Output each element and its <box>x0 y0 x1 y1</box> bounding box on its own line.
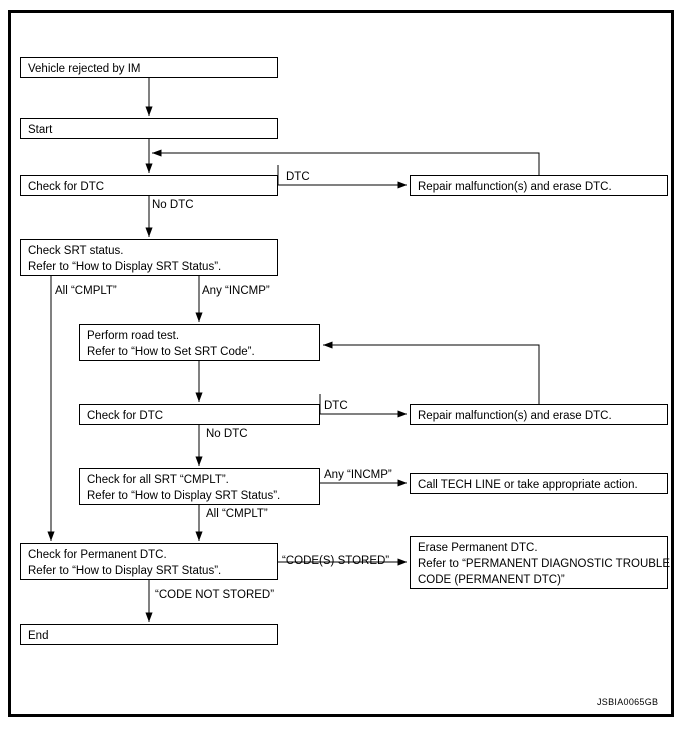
connector-check-dtc2-to-repair2 <box>319 394 407 418</box>
edge-label-no-dtc-1: No DTC <box>152 199 194 211</box>
node-text-line: Check for DTC <box>87 410 164 422</box>
node-erase-permanent-dtc: Erase Permanent DTC. Refer to “PERMANENT … <box>410 536 670 589</box>
node-text-line: Repair malfunction(s) and erase DTC. <box>418 410 612 422</box>
node-repair-malfunctions-erase-dtc-1: Repair malfunction(s) and erase DTC. <box>410 175 668 196</box>
node-check-for-dtc-2: Check for DTC <box>79 404 320 425</box>
node-text-line: Check SRT status. <box>28 245 124 257</box>
node-text-line: Repair malfunction(s) and erase DTC. <box>418 181 612 193</box>
node-perform-road-test: Perform road test. Refer to “How to Set S… <box>79 324 320 361</box>
node-check-for-all-srt-cmplt: Check for all SRT “CMPLT”. Refer to “How … <box>79 468 320 505</box>
connector-repair2-feedback <box>323 341 540 404</box>
node-end: End <box>20 624 278 645</box>
node-text-line: Start <box>28 124 53 136</box>
node-text-line: Refer to “How to Set SRT Code”. <box>87 346 255 358</box>
node-check-srt-status: Check SRT status. Refer to “How to Displa… <box>20 239 278 276</box>
edge-label-any-incmp-1: Any “INCMP” <box>202 285 270 297</box>
node-text-line: Erase Permanent DTC. <box>418 542 538 554</box>
node-check-for-permanent-dtc: Check for Permanent DTC. Refer to “How to… <box>20 543 278 580</box>
node-text-line: Refer to “PERMANENT DIAGNOSTIC TROUBLE <box>418 558 670 570</box>
node-text-line: Check for DTC <box>28 181 105 193</box>
node-vehicle-rejected-by-im: Vehicle rejected by IM <box>20 57 278 78</box>
edge-label-all-cmplt-2: All “CMPLT” <box>206 508 268 520</box>
edge-label-no-dtc-2: No DTC <box>206 428 248 440</box>
node-check-for-dtc-1: Check for DTC <box>20 175 278 196</box>
node-text-line: Perform road test. <box>87 330 180 342</box>
figure-reference-code: JSBIA0065GB <box>597 697 659 707</box>
node-text-line: Refer to “How to Display SRT Status”. <box>28 565 222 577</box>
node-text-line: Refer to “How to Display SRT Status”. <box>87 490 281 502</box>
node-text-line: Call TECH LINE or take appropriate actio… <box>418 479 638 491</box>
edge-label-dtc-1: DTC <box>286 171 310 183</box>
node-call-tech-line: Call TECH LINE or take appropriate actio… <box>410 473 668 494</box>
edge-label-all-cmplt-1: All “CMPLT” <box>55 285 117 297</box>
edge-label-codes-stored: “CODE(S) STORED” <box>282 555 390 567</box>
node-text-line: Check for all SRT “CMPLT”. <box>87 474 229 486</box>
edge-label-dtc-2: DTC <box>324 400 348 412</box>
node-start: Start <box>20 118 278 139</box>
edge-label-any-incmp-2: Any “INCMP” <box>324 469 392 481</box>
connector-repair1-feedback <box>152 149 540 175</box>
node-text-line: Vehicle rejected by IM <box>28 63 141 75</box>
node-repair-malfunctions-erase-dtc-2: Repair malfunction(s) and erase DTC. <box>410 404 668 425</box>
node-text-line: CODE (PERMANENT DTC)” <box>418 574 565 586</box>
edge-label-code-not-stored: “CODE NOT STORED” <box>155 589 275 601</box>
node-text-line: End <box>28 630 49 642</box>
node-text-line: Check for Permanent DTC. <box>28 549 167 561</box>
node-text-line: Refer to “How to Display SRT Status”. <box>28 261 222 273</box>
connector-check-dtc1-to-repair1 <box>277 165 407 189</box>
